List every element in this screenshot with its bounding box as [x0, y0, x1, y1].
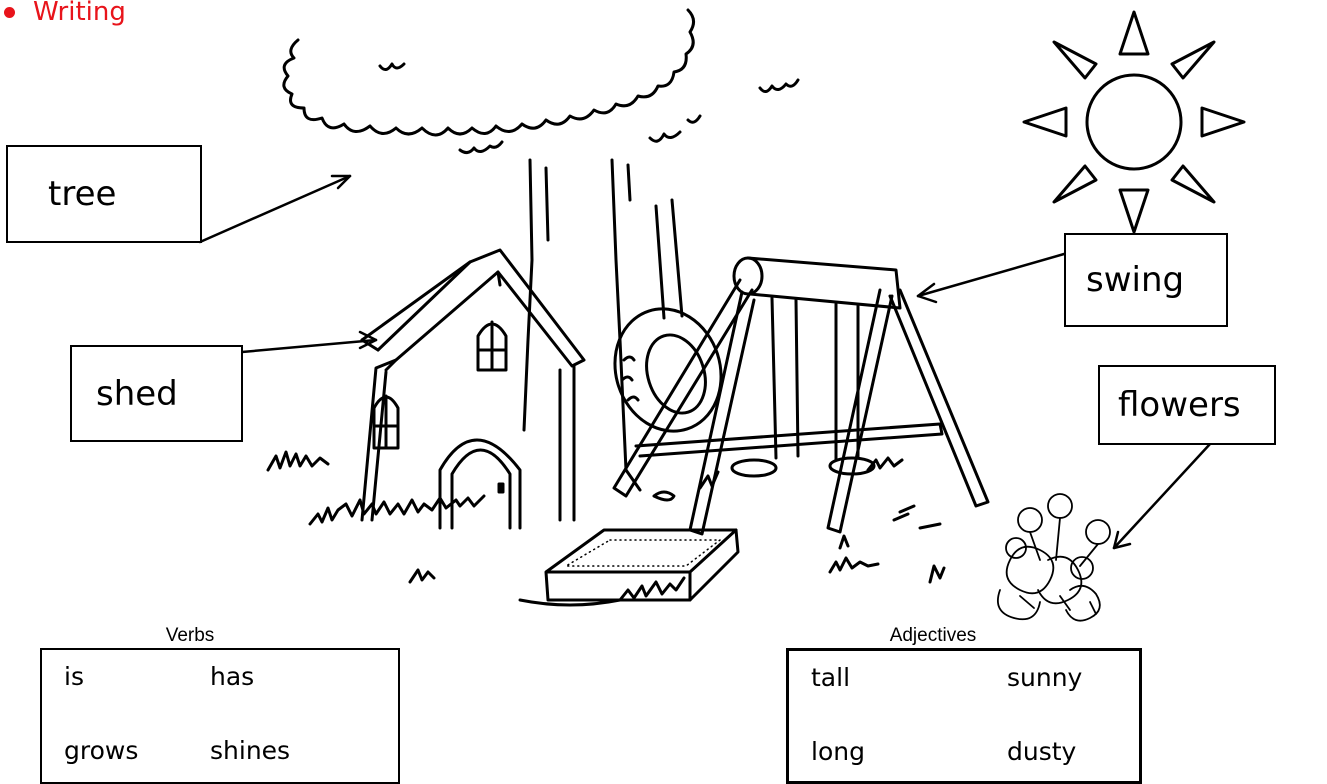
label-tree-text: tree: [48, 174, 116, 214]
verbs-word-bank: is has grows shines: [40, 648, 400, 784]
label-shed: shed: [70, 345, 243, 442]
flowers-illustration: [998, 494, 1110, 621]
label-swing-text: swing: [1086, 260, 1184, 300]
adjectives-word-bank: tall sunny long dusty: [786, 648, 1142, 784]
adjective-word: tall: [811, 663, 850, 692]
label-shed-text: shed: [96, 374, 178, 414]
adjective-word: sunny: [1007, 663, 1082, 692]
verb-word: grows: [64, 736, 138, 765]
label-swing: swing: [1064, 233, 1228, 327]
verb-word: has: [210, 662, 254, 691]
adjective-word: dusty: [1007, 737, 1076, 766]
sun-icon: [1024, 12, 1244, 232]
label-flowers-text: flowers: [1118, 385, 1241, 425]
label-arrows: [200, 176, 1210, 548]
verb-word: shines: [210, 736, 290, 765]
adjectives-title: Adjectives: [868, 625, 998, 647]
adjective-word: long: [811, 737, 865, 766]
label-flowers: flowers: [1098, 365, 1276, 445]
verb-word: is: [64, 662, 84, 691]
label-tree: tree: [6, 145, 202, 243]
shed-illustration: [362, 250, 584, 528]
tree-illustration: [284, 10, 798, 490]
verbs-title: Verbs: [140, 625, 240, 647]
